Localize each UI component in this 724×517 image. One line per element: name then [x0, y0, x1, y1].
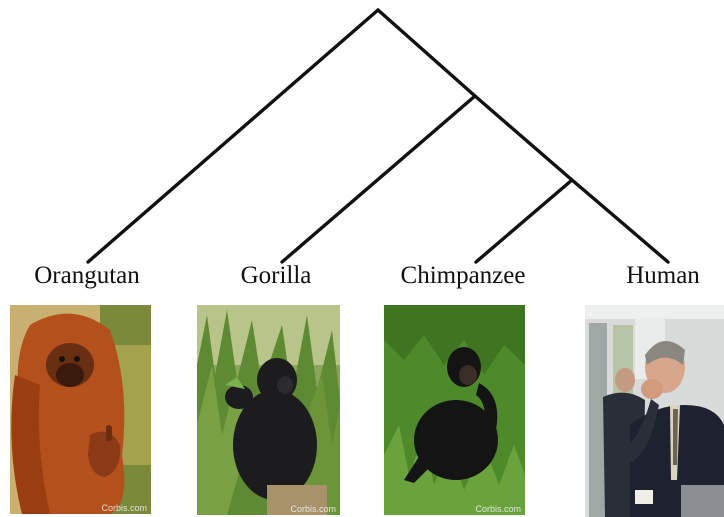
- gorilla-photo: Corbis.com: [197, 305, 340, 515]
- photo-credit: Corbis.com: [475, 504, 521, 514]
- human-photo: [585, 305, 724, 517]
- branch-node2-to-human: [570, 178, 670, 264]
- photo-credit: Corbis.com: [290, 504, 336, 514]
- branch-node1-to-gorilla: [280, 94, 477, 264]
- taxon-label-chimpanzee: Chimpanzee: [400, 262, 526, 289]
- orangutan-photo: Corbis.com: [10, 305, 151, 514]
- photo-credit: Corbis.com: [101, 503, 147, 513]
- taxon-label-orangutan: Orangutan: [34, 262, 140, 289]
- branch-root-to-orangutan: [86, 8, 380, 264]
- branch-node1-to-node2: [473, 94, 574, 182]
- chimpanzee-photo: Corbis.com: [384, 305, 525, 515]
- branch-root-to-node1: [376, 8, 477, 98]
- taxon-label-gorilla: Gorilla: [240, 262, 312, 289]
- branch-node2-to-chimpanzee: [474, 178, 574, 264]
- taxon-label-human: Human: [626, 262, 700, 289]
